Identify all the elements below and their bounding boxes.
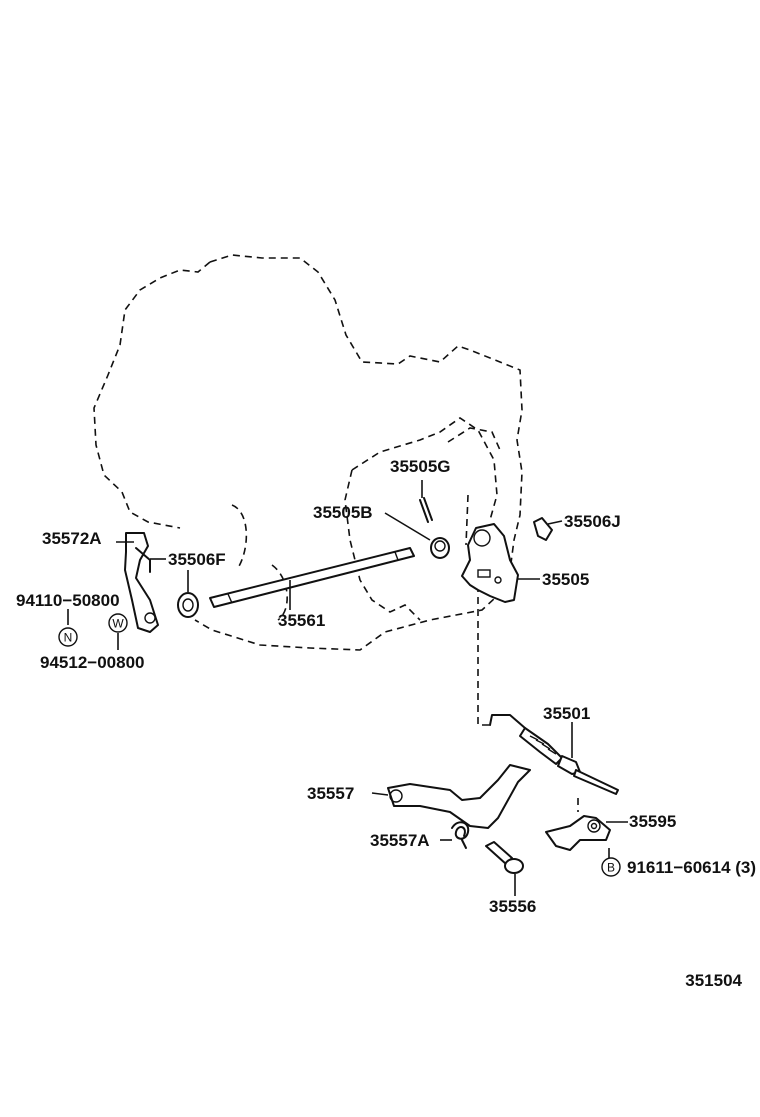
label-35505: 35505 — [542, 570, 589, 589]
symbol-w-letter: W — [112, 617, 124, 631]
symbol-n: N — [58, 627, 78, 647]
oil-seal-part[interactable] — [177, 592, 199, 618]
label-35572A: 35572A — [42, 529, 102, 548]
label-35595: 35595 — [629, 812, 676, 831]
selector-lever-part[interactable] — [387, 764, 531, 829]
transmission-housing-outline — [93, 254, 579, 812]
label-35506J: 35506J — [564, 512, 621, 531]
label-35557A: 35557A — [370, 831, 430, 850]
label-35556: 35556 — [489, 897, 536, 916]
symbol-b: B — [601, 857, 621, 877]
shift-lever-assy-part[interactable] — [461, 523, 519, 603]
shift-lever-part[interactable] — [124, 532, 159, 633]
figure-code: 351504 — [685, 971, 742, 990]
symbol-w: W — [108, 613, 128, 633]
label-35505G: 35505G — [390, 457, 451, 476]
label-35505B: 35505B — [313, 503, 373, 522]
leader-lines — [67, 480, 628, 896]
shift-rod-part[interactable] — [489, 714, 619, 795]
label-35506F: 35506F — [168, 550, 226, 569]
label-94512-00800: 94512−00800 — [40, 653, 144, 672]
label-94110-50800: 94110−50800 — [16, 591, 120, 610]
spring-part[interactable] — [451, 821, 470, 849]
shift-shaft-part[interactable] — [209, 547, 415, 608]
label-91611-60614: 91611−60614 (3) — [627, 858, 756, 877]
label-35501: 35501 — [543, 704, 590, 723]
symbol-n-letter: N — [64, 631, 73, 645]
pin-part[interactable] — [419, 497, 433, 523]
label-35561: 35561 — [278, 611, 325, 630]
bushing-part[interactable] — [430, 537, 450, 559]
symbol-b-letter: B — [607, 861, 615, 875]
part-labels: 35572A 35506F 94110−50800 94512−00800 35… — [16, 457, 756, 916]
label-35557: 35557 — [307, 784, 354, 803]
bracket-part[interactable] — [545, 815, 611, 851]
clip-part[interactable] — [533, 517, 553, 541]
lever-pin-part[interactable] — [485, 841, 524, 874]
